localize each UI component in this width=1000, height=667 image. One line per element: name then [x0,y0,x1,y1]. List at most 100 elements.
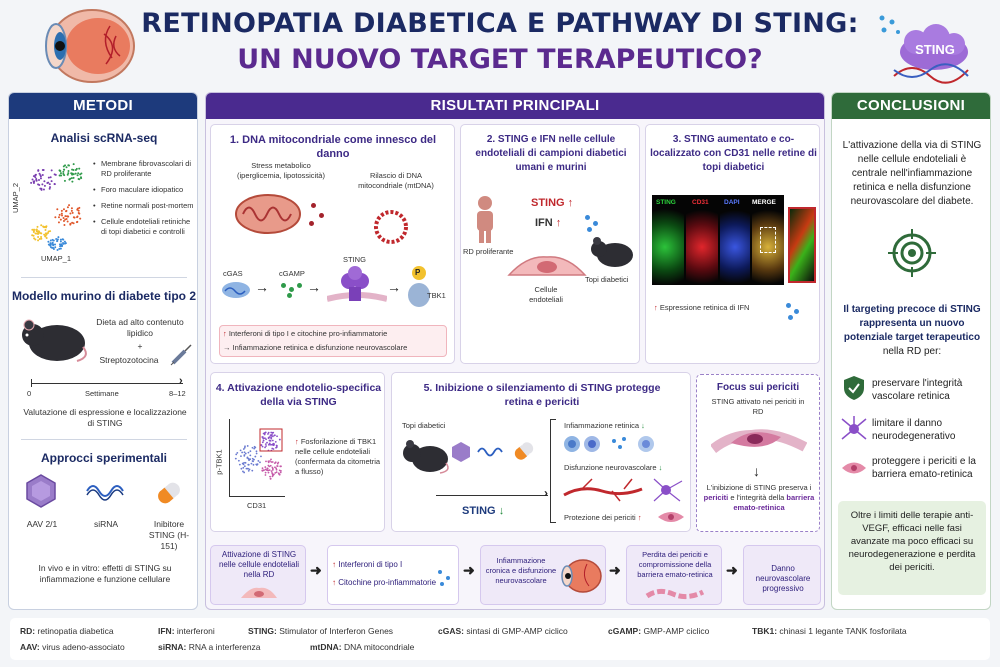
flow-point [269,460,271,462]
umap-point [79,176,82,179]
cgamp-dot [297,283,302,288]
flow-point [276,462,279,465]
umap-point [33,237,36,240]
syringe-icon [169,343,193,367]
flow-point [264,443,267,446]
sirna-icon [476,443,506,461]
divider [21,277,187,278]
flow-point [256,463,259,466]
umap-point [47,240,50,243]
flow-point [239,449,242,452]
umap-point [72,163,75,166]
umap-point [54,216,57,219]
approach-aav: AAV 2/1 [26,519,58,529]
flow-point [236,451,239,454]
diet-label: Dieta ad alto contenuto lipidico [96,317,184,338]
ifn-expression-text: Espressione retinica di IFN [659,303,750,312]
sting-down-label: STING ↓ [462,505,505,517]
umap-point [44,235,47,238]
arrow-down-icon: ↓ [753,463,760,479]
flow-point [242,463,245,466]
umap-point [38,172,41,175]
flow-point [279,471,282,474]
channel-sting-label: STING [656,199,676,206]
cgamp-dot [287,293,292,298]
list-item: Cellule endoteliali retiniche di topi di… [93,217,197,237]
umap-point [49,186,52,189]
timeline-start-tick [31,379,32,387]
flow-point [240,455,242,458]
arrow-icon: → [255,279,269,295]
legend-value: chinasi 1 legante TANK fosforilata [779,626,907,636]
umap-point [72,176,75,179]
tbk1-note-text: Fosforilazione di TBK1 nelle cellule end… [295,437,381,476]
mtdna-dot [319,213,324,218]
flow-point [261,445,264,448]
outcome-2: → Infiammazione retinica e disfunzione n… [223,343,408,352]
umap-point [68,204,71,207]
pericyte-note-b: periciti [703,493,729,502]
flow-point [245,467,248,470]
flow-point [268,465,271,468]
flow-point [274,461,277,464]
microscopy-dapi-channel [720,209,750,285]
umap-point [62,168,65,171]
flow-point [259,461,261,464]
umap-point [32,234,35,237]
umap-point [62,208,65,211]
flow-step-5-text: Danno neurovascolare progressivo [755,564,811,593]
umap-point [60,174,63,177]
umap-point [78,167,81,170]
flow-point [251,457,254,460]
legend-item: AAV: virus adeno-associato [20,642,125,652]
umap-point [76,174,79,177]
flow-point [271,435,274,438]
timeline-arrow-icon: › [179,375,183,387]
umap-point [72,222,75,225]
flow-point [253,447,256,450]
umap-point [30,181,33,184]
umap-y-label: UMAP_2 [11,182,21,214]
umap-point [38,183,41,186]
flow-point [278,469,281,472]
flow-point [267,471,270,474]
flow-point [247,451,250,454]
flow-point [247,463,250,466]
flow-point [272,474,274,477]
abbreviations-legend: RD: retinopatia diabetica IFN: interfero… [10,618,990,660]
flow-point [270,458,272,461]
umap-point [34,238,37,241]
umap-plot [21,153,91,263]
outcome-inflammation-text: Infiammazione retinica [564,421,640,430]
flow-step-2a-text: Interferoni di tipo I [338,560,403,569]
flow-point [266,441,268,444]
cgamp-dot [281,283,286,288]
flow-point [278,473,281,476]
umap-point [36,230,39,233]
tbk1-icon [405,265,435,309]
legend-key: AAV: [20,642,40,652]
umap-point [61,214,64,217]
umap-point [66,220,69,223]
umap-point [57,216,60,219]
legend-value: GMP-AMP ciclico [643,626,710,636]
list-item: Foro maculare idiopatico [93,185,197,195]
flow-point [275,468,278,471]
umap-point [43,233,46,236]
umap-point [71,168,74,171]
outcome-2-text: Infiammazione retinica e disfunzione neu… [232,343,408,352]
flow-point [254,446,257,449]
flow-step-2: ↑ Interferoni di tipo I ↑ Citochine pro-… [327,545,459,605]
aav-icon [450,441,472,463]
umap-point [74,172,77,175]
umap-point [52,244,55,247]
umap-point [44,228,47,231]
page-title-line2: UN NUOVO TARGET TERAPEUTICO? [237,44,763,75]
flow-point [272,444,275,447]
flow-point [253,458,255,461]
vessel-neuron-icon [562,475,686,505]
conclusion-item-3: proteggere i periciti e la barriera emat… [872,456,976,480]
zoom-box [760,227,776,253]
umap-point [53,183,56,186]
sirna-icon [85,477,129,505]
